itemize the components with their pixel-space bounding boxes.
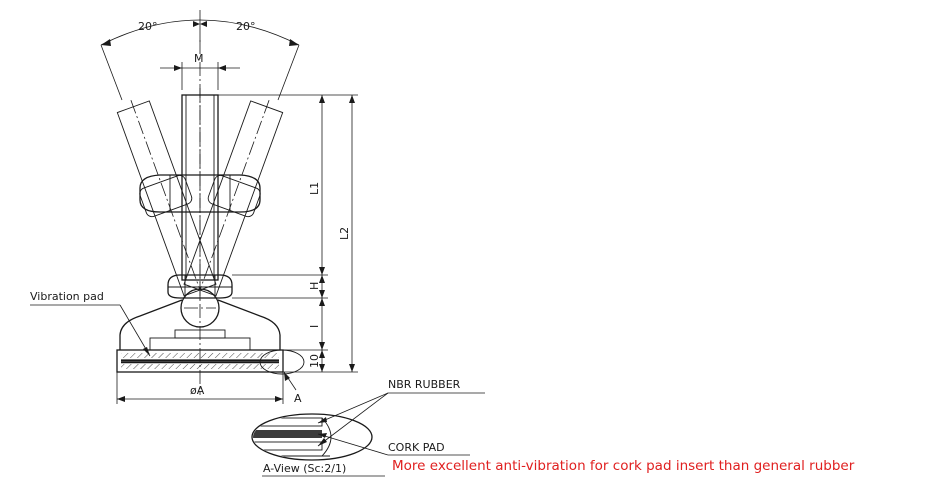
nbr-rubber-leader: NBR RUBBER: [317, 378, 485, 447]
vibration-pad-leader: Vibration pad: [30, 290, 151, 357]
stud-tilted-right: [183, 100, 284, 297]
i-label: I: [308, 325, 321, 328]
a-view-detail: A-View (Sc:2/1): [251, 413, 385, 477]
cork-pad-leader: CORK PAD: [317, 433, 470, 456]
lock-nut: [139, 174, 261, 213]
height-dimensions: L1 L2 H I 10: [218, 94, 358, 373]
view-marker: A: [283, 371, 302, 405]
angle-right-label: 20°: [236, 20, 256, 33]
ball-nut: [167, 274, 233, 299]
vibration-pad-label: Vibration pad: [30, 290, 104, 303]
diameter-label: øA: [190, 384, 205, 397]
l1-label: L1: [308, 182, 321, 195]
view-marker-label: A: [294, 392, 302, 405]
thread-label: M: [194, 52, 204, 65]
angle-dimension: 20° 20°: [100, 10, 300, 101]
nbr-rubber-label: NBR RUBBER: [388, 378, 461, 391]
angle-left-label: 20°: [138, 20, 158, 33]
ten-label: 10: [308, 354, 321, 368]
vibration-pad-assembly: [116, 349, 305, 375]
stud-vertical: [181, 88, 219, 300]
stud-tilted-left: [116, 100, 217, 297]
a-view-label: A-View (Sc:2/1): [263, 462, 346, 475]
anti-vibration-note: More excellent anti-vibration for cork p…: [392, 458, 855, 474]
l2-label: L2: [338, 227, 351, 240]
diameter-dimension: øA: [116, 372, 284, 404]
h-label: H: [308, 282, 321, 290]
ball-joint: [180, 288, 220, 328]
cork-pad-label: CORK PAD: [388, 441, 445, 454]
